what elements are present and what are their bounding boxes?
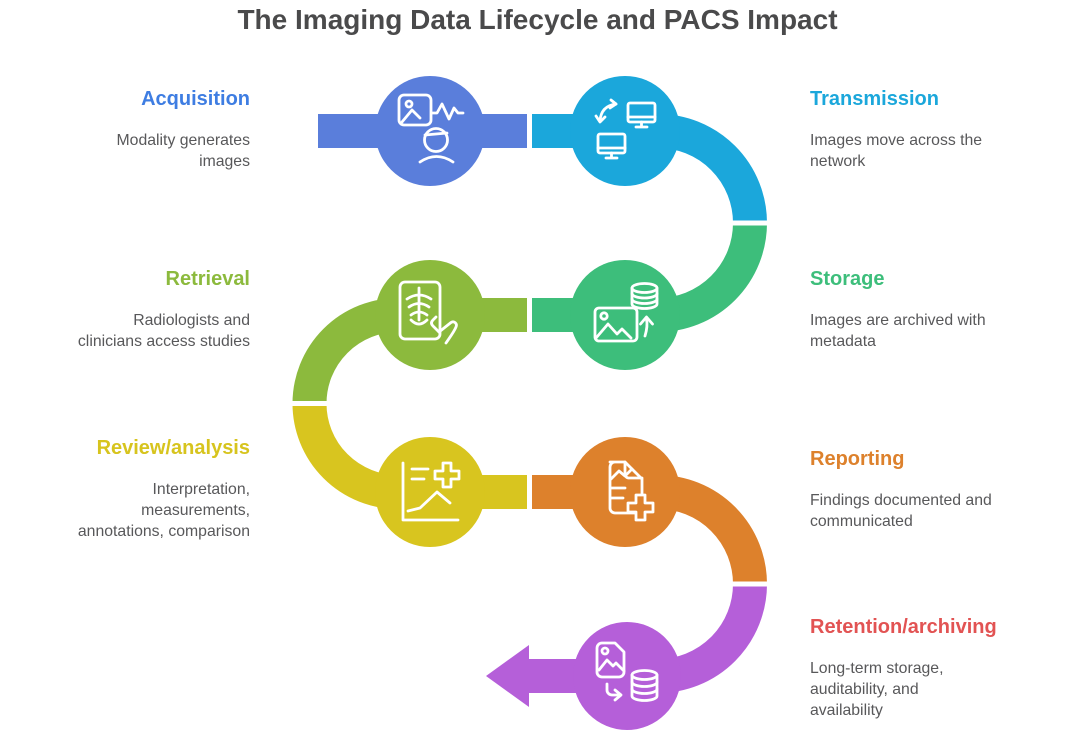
node-storage <box>570 260 680 370</box>
stage-retention-archiving-description: Long-term storage, auditability, and ava… <box>810 660 944 719</box>
stage-transmission-title: Transmission <box>810 88 939 110</box>
xray-film-hand-icon <box>398 280 458 345</box>
flow-end-arrowhead <box>486 645 529 707</box>
stage-retention-archiving-title: Retention/archiving <box>810 616 997 638</box>
monitors-transfer-icon <box>594 98 657 160</box>
report-document-cross-icon <box>608 460 655 522</box>
node-transmission <box>570 76 680 186</box>
chart-medical-cross-icon <box>401 461 461 522</box>
node-review <box>375 437 485 547</box>
patient-head-icon <box>423 127 449 153</box>
node-reporting <box>570 437 680 547</box>
image-archive-database-icon <box>595 641 659 702</box>
connector-gaps <box>286 220 773 587</box>
move-arrow-icon <box>605 682 622 697</box>
stage-storage-description: Images are archived with metadata <box>810 312 986 350</box>
hand-icon <box>437 320 458 345</box>
image-icon <box>397 93 433 127</box>
page-title: The Imaging Data Lifecycle and PACS Impa… <box>237 4 838 35</box>
medical-cross-icon <box>626 493 655 522</box>
stage-reporting-title: Reporting <box>810 448 905 470</box>
node-retrieval <box>375 260 485 370</box>
stage-storage: Storage Images are archived with metadat… <box>810 268 1025 352</box>
stage-reporting: Reporting Findings documented and commun… <box>810 448 1025 532</box>
image-vitals-patient-icon <box>397 93 465 164</box>
chart-axes-icon <box>401 461 460 522</box>
stage-retention-archiving: Retention/archiving Long-term storage, a… <box>810 616 997 721</box>
stage-nodes <box>375 76 681 730</box>
medical-cross-icon <box>433 461 461 489</box>
stage-icons <box>397 93 659 702</box>
stage-review-analysis-title: Review/analysis <box>96 437 250 459</box>
pulse-waveform-icon <box>430 102 465 121</box>
stage-transmission-description: Images move across the network <box>810 132 983 170</box>
xray-film-icon <box>398 280 442 341</box>
image-to-database-icon <box>593 282 659 343</box>
stage-acquisition-description: Modality generates images <box>116 132 250 170</box>
stage-acquisition-title: Acquisition <box>141 88 250 110</box>
stage-retrieval-description: Radiologists and clinicians access studi… <box>77 312 250 350</box>
stage-storage-title: Storage <box>810 268 885 290</box>
upload-arrow-icon <box>643 317 649 338</box>
stage-acquisition: Acquisition Modality generates images <box>65 88 250 172</box>
image-icon <box>593 306 639 343</box>
stage-retrieval-title: Retrieval <box>165 268 251 290</box>
stage-review-analysis: Review/analysis Interpretation, measurem… <box>65 437 250 542</box>
stage-reporting-description: Findings documented and communicated <box>810 492 992 530</box>
stage-review-analysis-description: Interpretation, measurements, annotation… <box>77 481 250 540</box>
image-file-icon <box>595 641 626 679</box>
node-retention <box>573 622 681 730</box>
stage-retrieval: Retrieval Radiologists and clinicians ac… <box>65 268 250 352</box>
connector-bands <box>292 114 767 693</box>
stage-transmission: Transmission Images move across the netw… <box>810 88 1025 172</box>
trend-line-icon <box>406 490 452 513</box>
